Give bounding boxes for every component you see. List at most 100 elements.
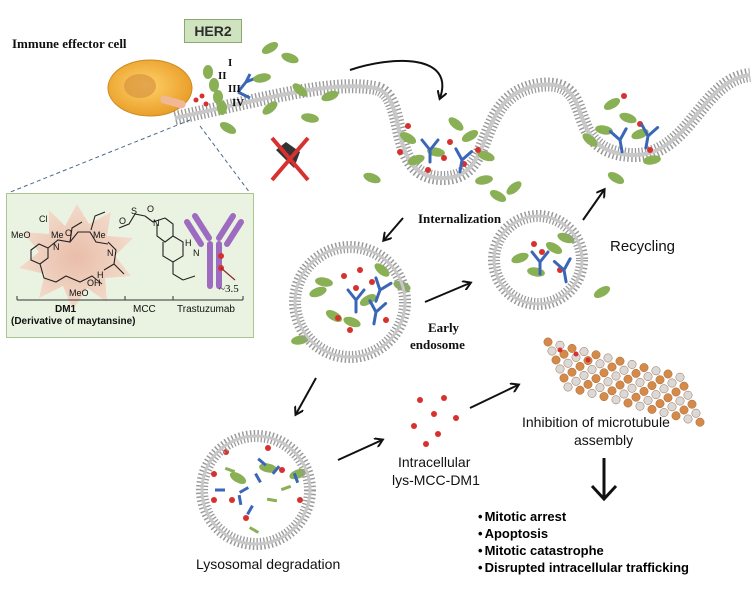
tubulin-subunit: [651, 366, 661, 376]
receptor-particle: [363, 172, 381, 184]
tubulin-subunit: [631, 392, 641, 402]
antibody-arm: [640, 123, 660, 150]
tubulin-subunit: [575, 361, 585, 371]
atom-o3: O: [147, 204, 154, 214]
receptor-particle: [399, 132, 417, 144]
receptor-particle: [359, 294, 377, 306]
tubulin-subunit: [691, 408, 701, 418]
tubulin-subunit: [623, 398, 633, 408]
receptor-particle: [593, 286, 611, 298]
tubulin-subunit: [607, 362, 617, 372]
atom-oh: OH: [87, 278, 101, 288]
trastuzumab-label: Trastuzumab: [177, 304, 235, 315]
tubulin-subunit: [611, 371, 621, 381]
degraded-fragment: [280, 484, 292, 492]
her2-receptor-surface: [193, 65, 257, 115]
drug-dot: [453, 415, 459, 421]
tubulin-subunit: [547, 346, 557, 356]
tubulin-subunit: [627, 383, 637, 393]
immune-effector-cell: [107, 59, 193, 117]
zoom-lines: [7, 119, 251, 194]
tubulin-subunit: [671, 387, 681, 397]
drug-dot: [405, 123, 411, 129]
drug-dot: [297, 497, 303, 503]
drug-dot: [435, 431, 441, 437]
tubulin-subunit: [683, 414, 693, 424]
tubulin-subunit: [587, 388, 597, 398]
antibody-arm: [374, 276, 393, 303]
tubulin-subunit: [579, 370, 589, 380]
tubulin-subunit: [579, 347, 589, 357]
degraded-fragment: [224, 466, 236, 474]
atom-n3: N: [153, 218, 160, 228]
tubulin-subunit: [619, 365, 629, 375]
drug-dot: [539, 249, 545, 255]
tubulin-subunit: [591, 350, 601, 360]
early-endosome: [289, 241, 411, 363]
mcc-label: MCC: [133, 304, 156, 315]
tubulin-subunit: [639, 363, 649, 373]
drug-dot: [229, 497, 235, 503]
receptor-particle: [477, 150, 495, 162]
drug-dot: [441, 395, 447, 401]
tubulin-subunit: [695, 417, 705, 427]
tubulin-subunit: [687, 399, 697, 409]
arrow-to-intracellular: [337, 440, 382, 461]
drug-dot: [353, 285, 359, 291]
tubulin-subunit: [639, 386, 649, 396]
tubulin-subunit: [563, 382, 573, 392]
degraded-fragment: [215, 488, 225, 492]
tubulin-subunit: [599, 368, 609, 378]
early-endosome-label-1: Early: [428, 320, 460, 335]
arrow-to-membrane: [582, 190, 604, 221]
antibody-arm: [552, 257, 572, 284]
intracellular-label-1: Intracellular: [398, 454, 471, 470]
receptor-particle: [374, 263, 390, 277]
tubulin-subunit: [659, 384, 669, 394]
atom-me2: Me: [93, 230, 106, 240]
antibody-icon: [552, 257, 572, 284]
antibody-arm: [346, 288, 366, 314]
arrow-to-lysosome: [296, 377, 317, 414]
tubulin-subunit: [603, 377, 613, 387]
microtubule: [543, 337, 705, 427]
tubulin-subunit: [631, 368, 641, 378]
drug-dot: [621, 93, 627, 99]
tubulin-subunit: [667, 402, 677, 412]
receptor-particle: [527, 267, 545, 277]
tubulin-subunit: [611, 395, 621, 405]
inhibition-label-1: Inhibition of microtubule: [522, 414, 670, 430]
receptor-particle: [619, 112, 637, 124]
tubulin-subunit: [635, 377, 645, 387]
tubulin-subunit: [559, 373, 569, 383]
tubulin-subunit: [551, 355, 561, 365]
tubulin-subunit: [583, 379, 593, 389]
receptor-particle: [315, 277, 333, 287]
atom-n: N: [53, 242, 60, 252]
blocked-signaling-icon: [270, 136, 310, 182]
receptor-particle: [506, 181, 522, 195]
drug-dot: [573, 351, 579, 357]
dm1-subtitle: (Derivative of maytansine): [11, 316, 136, 327]
atom-cl: Cl: [39, 214, 48, 224]
tubulin-subunit: [567, 343, 577, 353]
antibody-icon: [608, 127, 628, 154]
degraded-fragment: [266, 497, 278, 503]
receptor-particle: [407, 154, 425, 166]
drug-dot: [531, 241, 537, 247]
atom-meo2: MeO: [69, 288, 89, 298]
receptor-particle: [262, 101, 278, 115]
tubulin-subunit: [643, 395, 653, 405]
drug-dot: [411, 423, 417, 429]
degraded-fragment: [257, 457, 267, 467]
antibody-icon: [368, 299, 388, 326]
drug-dot: [211, 471, 217, 477]
tubulin-subunit: [655, 375, 665, 385]
receptor-particle: [229, 472, 247, 484]
antibody-arm: [368, 299, 388, 326]
drug-dot: [243, 515, 249, 521]
tubulin-subunit: [671, 411, 681, 421]
drug-dot: [647, 147, 653, 153]
receptor-particle: [603, 98, 621, 110]
degraded-fragment: [271, 465, 281, 475]
